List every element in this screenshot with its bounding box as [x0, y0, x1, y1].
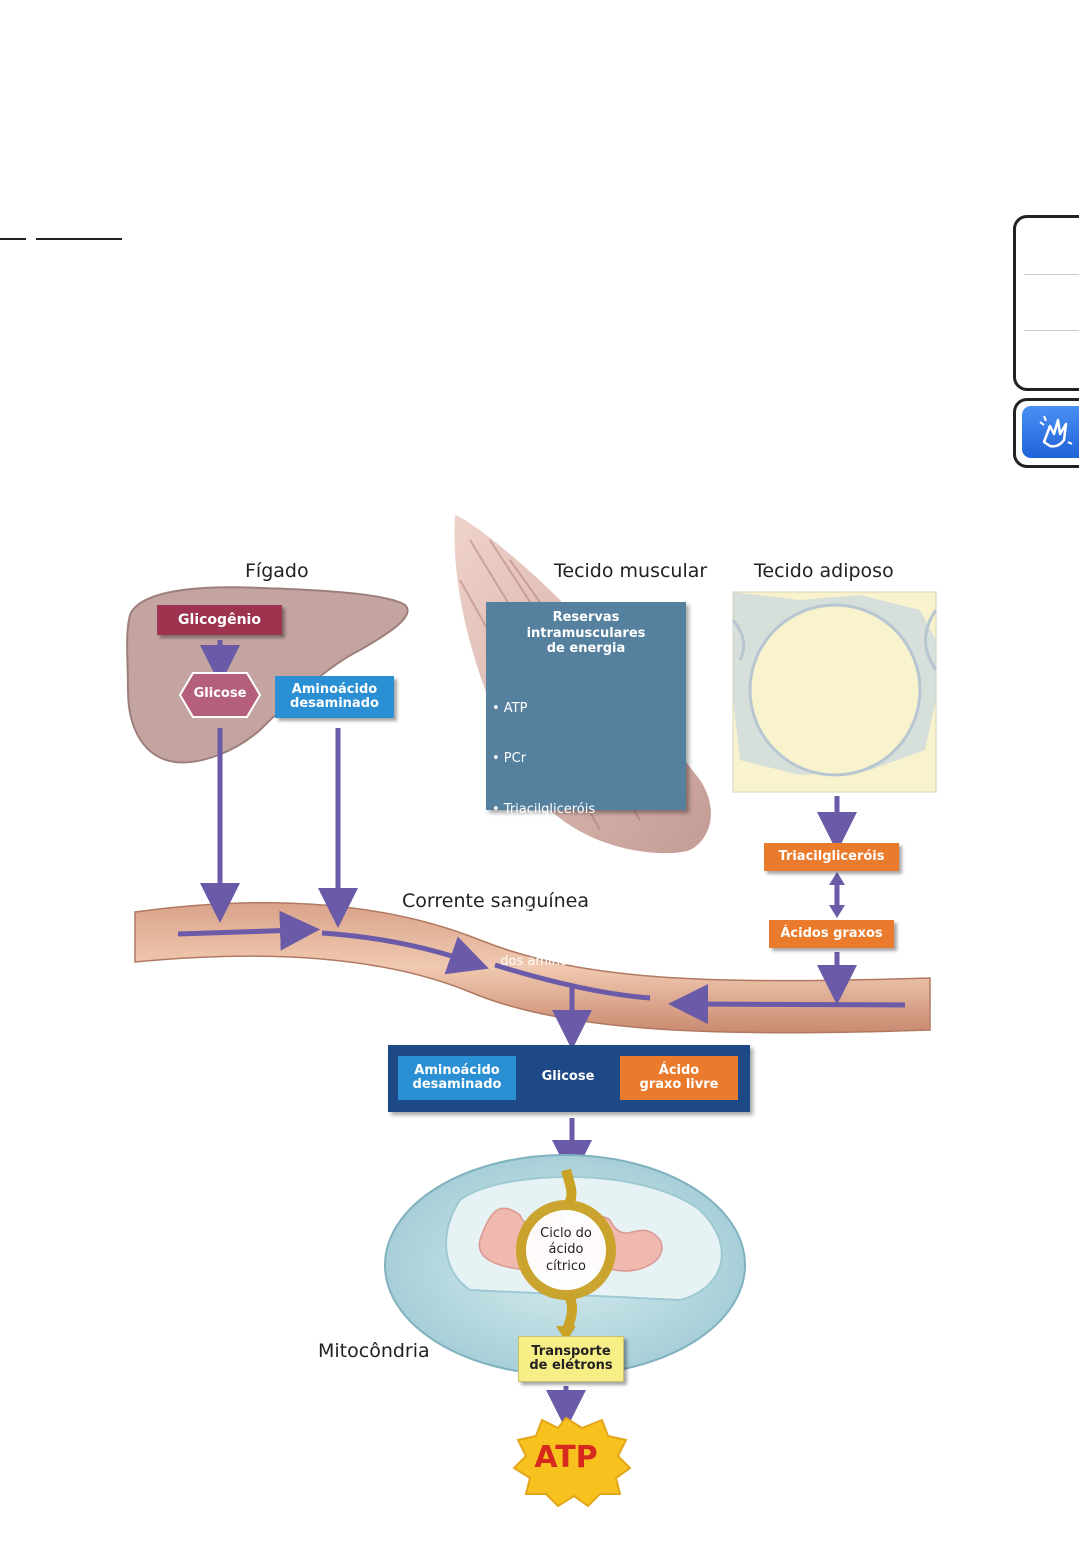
fatty-line2: graxo livre	[639, 1077, 719, 1092]
header-rule-short	[0, 238, 26, 240]
fatty-acids-text: Ácidos graxos	[780, 926, 883, 942]
muscle-reserves-panel: Reservas intramusculares de energia • AT…	[486, 602, 686, 969]
header-rule-long	[36, 238, 122, 240]
blood-flow-arrow	[668, 984, 906, 1025]
mitochondria-label: Mitocôndria	[318, 1340, 430, 1362]
glucose-hexagon-liver	[178, 672, 262, 718]
cycle-line: cítrico	[546, 1258, 586, 1274]
triglycerides-box: Triacilgliceróis	[764, 843, 899, 871]
glycogen-text: Glicogênio	[178, 611, 261, 628]
reserve-item: • PCr	[492, 751, 527, 767]
amino-line1: Aminoácido	[291, 682, 378, 698]
toolbar-divider	[1024, 330, 1079, 331]
blood-flow-arrow	[494, 962, 651, 1001]
reserves-title-line: intramusculares	[526, 625, 646, 641]
cycle-line: ácido	[548, 1242, 584, 1258]
sign-language-hands-icon	[1022, 406, 1079, 458]
atp-text: ATP	[534, 1440, 598, 1475]
adipose-tissue-label: Tecido adiposo	[754, 560, 894, 582]
sign-language-button[interactable]	[1013, 398, 1079, 468]
muscle-tissue-label: Tecido muscular	[554, 560, 708, 582]
adipose-tissue-illustration	[731, 591, 938, 793]
side-toolbar-panel[interactable]	[1013, 215, 1079, 391]
fatty-line1: Ácido	[658, 1063, 700, 1079]
electron-transport-box: Transporte de elétrons	[518, 1336, 624, 1382]
liver-label: Fígado	[245, 560, 309, 582]
reserves-title-line: Reservas	[552, 610, 620, 625]
reserve-item: • Triacilgliceróis	[492, 801, 596, 817]
reserve-item: • Glicogênio	[492, 852, 573, 868]
amino-line2: desaminado	[290, 696, 379, 711]
transport-line1: Transporte	[531, 1344, 611, 1360]
reserve-item: • ATP	[492, 700, 528, 716]
free-fatty-acid-box: Ácido graxo livre	[620, 1056, 738, 1100]
toolbar-divider	[1024, 274, 1079, 275]
deaminated-amino-acid-box: Aminoácido desaminado	[398, 1056, 516, 1100]
blood-flow-arrow	[321, 930, 489, 975]
glucose-text-combined: Glicose	[541, 1069, 595, 1084]
triglycerides-text: Triacilgliceróis	[778, 849, 885, 865]
cycle-line: Ciclo do	[540, 1226, 592, 1241]
amino-line2: desaminado	[412, 1077, 502, 1092]
glucose-text-liver: Glicose	[193, 686, 247, 701]
reserve-item: • Carbono provenientes	[492, 903, 648, 919]
atp-starburst	[512, 1416, 632, 1508]
glycogen-box: Glicogênio	[157, 605, 282, 635]
reserves-title-line: de energia	[546, 641, 626, 657]
amino-line1: Aminoácido	[414, 1063, 500, 1079]
fatty-acids-box: Ácidos graxos	[769, 920, 894, 948]
reserve-item: dos aminoácidos	[492, 953, 610, 969]
bloodstream-label: Corrente sanguínea	[402, 890, 590, 912]
citric-acid-cycle-label: Ciclo do ácido cítrico	[526, 1226, 606, 1275]
transport-line2: de elétrons	[529, 1358, 613, 1373]
deaminated-amino-acid-box-liver: Aminoácido desaminado	[275, 676, 394, 718]
citric-acid-cycle-ring	[516, 1168, 616, 1342]
blood-flow-arrow	[177, 910, 320, 951]
